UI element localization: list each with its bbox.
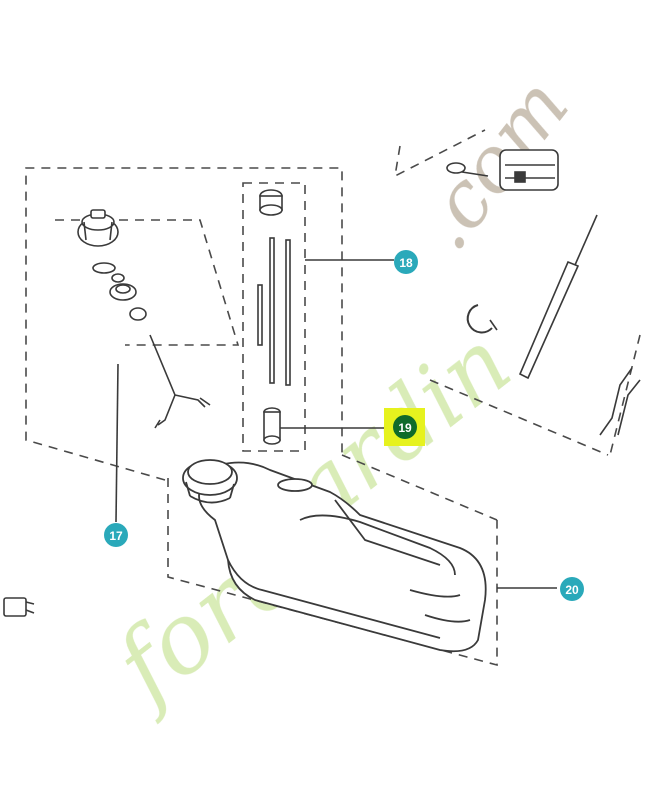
group-outline-17 xyxy=(25,167,343,481)
group-outline-17-inner xyxy=(55,219,240,346)
leader-17 xyxy=(115,363,119,523)
callout-20: 20 xyxy=(560,577,584,601)
leader-lines xyxy=(115,259,557,589)
callout-19: 19 xyxy=(393,415,417,439)
rod-icon xyxy=(574,214,598,266)
group-outlines xyxy=(25,129,641,667)
part-group-right xyxy=(3,149,641,617)
o-ring-icon xyxy=(92,262,116,274)
callout-20-label: 20 xyxy=(565,583,579,597)
wire-icon xyxy=(599,367,633,436)
callouts: 17 18 19 20 xyxy=(104,250,584,601)
group-outline-right xyxy=(393,129,486,178)
group-outline-20 xyxy=(167,478,498,667)
tube-icon xyxy=(269,237,275,384)
group-outline-right-lower xyxy=(429,379,609,456)
part-group-17 xyxy=(77,209,211,429)
part-group-18 xyxy=(257,189,291,386)
callout-17: 17 xyxy=(104,523,128,547)
clip-icon xyxy=(466,304,493,334)
part-19-fuel-filter xyxy=(263,407,281,445)
primer-housing-icon xyxy=(499,149,559,191)
screw-icon xyxy=(446,162,466,174)
left-bracket-icon xyxy=(3,597,27,617)
group-outline-right-side xyxy=(609,334,641,456)
filter-hose-icon xyxy=(149,334,176,396)
group-outline-18 xyxy=(242,182,306,452)
callout-19-label: 19 xyxy=(398,421,412,435)
callout-17-label: 17 xyxy=(109,529,123,543)
callout-18: 18 xyxy=(394,250,418,274)
part-20-fuel-tank xyxy=(182,459,487,653)
group-outline-20-top xyxy=(341,454,498,521)
callout-18-label: 18 xyxy=(399,256,413,270)
